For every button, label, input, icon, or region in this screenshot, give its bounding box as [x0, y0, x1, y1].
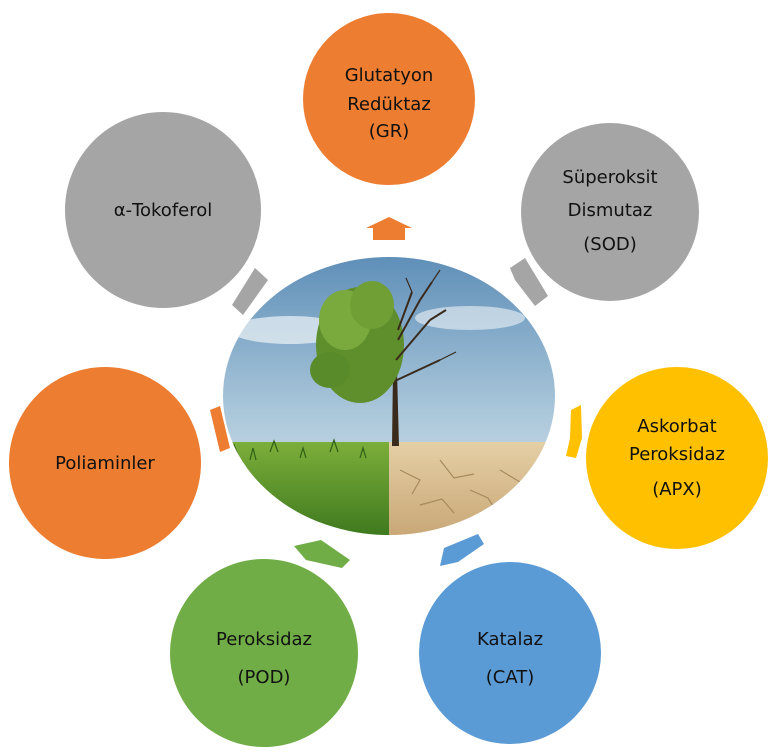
arrow-to-apx	[566, 405, 582, 458]
cat-label-line-1: Katalaz	[477, 629, 543, 650]
svg-text:Poliaminler: Poliaminler	[55, 453, 155, 474]
node-poliaminler: Poliaminler	[9, 367, 201, 559]
apx-label-line-1: Askorbat	[637, 416, 716, 437]
apx-label-line-3: (APX)	[652, 479, 702, 500]
sod-label-line-1: Süperoksit	[562, 167, 657, 188]
gr-label-line-1: Glutatyon	[345, 65, 434, 86]
arrow-to-cat	[440, 534, 484, 566]
sod-label-line-3: (SOD)	[583, 234, 637, 255]
arrow-to-toc	[232, 268, 268, 315]
arrows	[210, 217, 582, 568]
pol-label-line-1: Poliaminler	[55, 453, 155, 474]
node-alfa-tokoferol: α-Tokoferol	[65, 112, 261, 308]
pod-label-line-1: Peroksidaz	[216, 629, 312, 650]
arrow-to-sod	[510, 258, 548, 306]
toc-label-line-1: α-Tokoferol	[114, 200, 213, 221]
gr-label-line-2: Redüktaz	[347, 94, 431, 115]
arrow-to-gr	[366, 217, 412, 240]
gr-label-line-3: (GR)	[369, 121, 410, 142]
svg-text:Katalaz(CAT): Katalaz (CAT)	[477, 629, 543, 688]
svg-text:α-Tokoferol: α-Tokoferol	[114, 200, 213, 221]
svg-text:Peroksidaz(POD): Peroksidaz (POD)	[216, 629, 312, 688]
arrow-to-pod	[294, 540, 350, 568]
node-peroksidaz: Peroksidaz (POD)	[170, 559, 358, 747]
apx-label-line-2: Peroksidaz	[629, 444, 725, 465]
arrow-to-pol	[210, 406, 230, 452]
sod-label-line-2: Dismutaz	[568, 200, 653, 221]
node-katalaz: Katalaz (CAT)	[419, 562, 601, 744]
center-landscape-image	[223, 257, 555, 535]
pod-label-line-2: (POD)	[238, 667, 291, 688]
cat-label-line-2: (CAT)	[486, 667, 535, 688]
